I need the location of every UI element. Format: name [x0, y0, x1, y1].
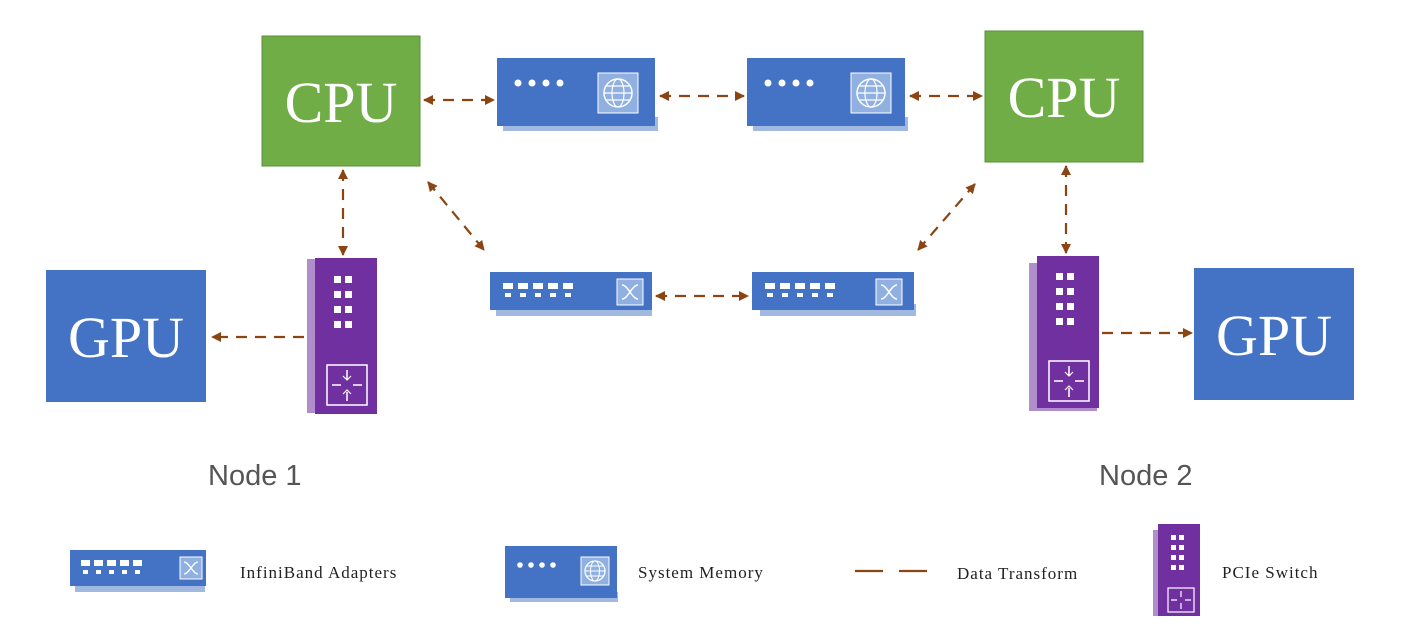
legend-pcie-icon — [1153, 524, 1200, 616]
cpu-node1: CPU — [261, 35, 421, 167]
gpu-node1-label: GPU — [68, 305, 184, 370]
node2-label: Node 2 — [1099, 460, 1193, 492]
legend-pcie-label: PCIe Switch — [1222, 563, 1319, 582]
legend-data-transform-label: Data Transform — [957, 564, 1079, 583]
infiniband-adapter-node2 — [752, 272, 916, 316]
gpu-node1: GPU — [46, 270, 206, 402]
system-memory-node1 — [497, 58, 658, 131]
arrow-cpu1-ib1 — [427, 181, 485, 251]
infiniband-adapter-node1 — [490, 272, 652, 316]
pcie-switch-node2 — [1029, 256, 1099, 411]
system-memory-node2 — [747, 58, 908, 131]
cpu-node2: CPU — [984, 30, 1144, 163]
connectors — [211, 91, 1193, 342]
gpu-node2-label: GPU — [1216, 303, 1332, 368]
legend-memory-label: System Memory — [638, 563, 764, 582]
node1-label: Node 1 — [208, 460, 302, 492]
legend-memory-icon — [505, 546, 618, 602]
legend-infiniband-icon — [70, 550, 206, 592]
gpu-node2: GPU — [1194, 268, 1354, 400]
arrow-cpu2-ib2 — [917, 183, 976, 251]
cpu-node1-label: CPU — [285, 70, 398, 135]
pcie-switch-node1 — [307, 258, 377, 414]
legend-infiniband-label: InfiniBand Adapters — [240, 563, 398, 582]
cpu-node2-label: CPU — [1008, 65, 1121, 130]
